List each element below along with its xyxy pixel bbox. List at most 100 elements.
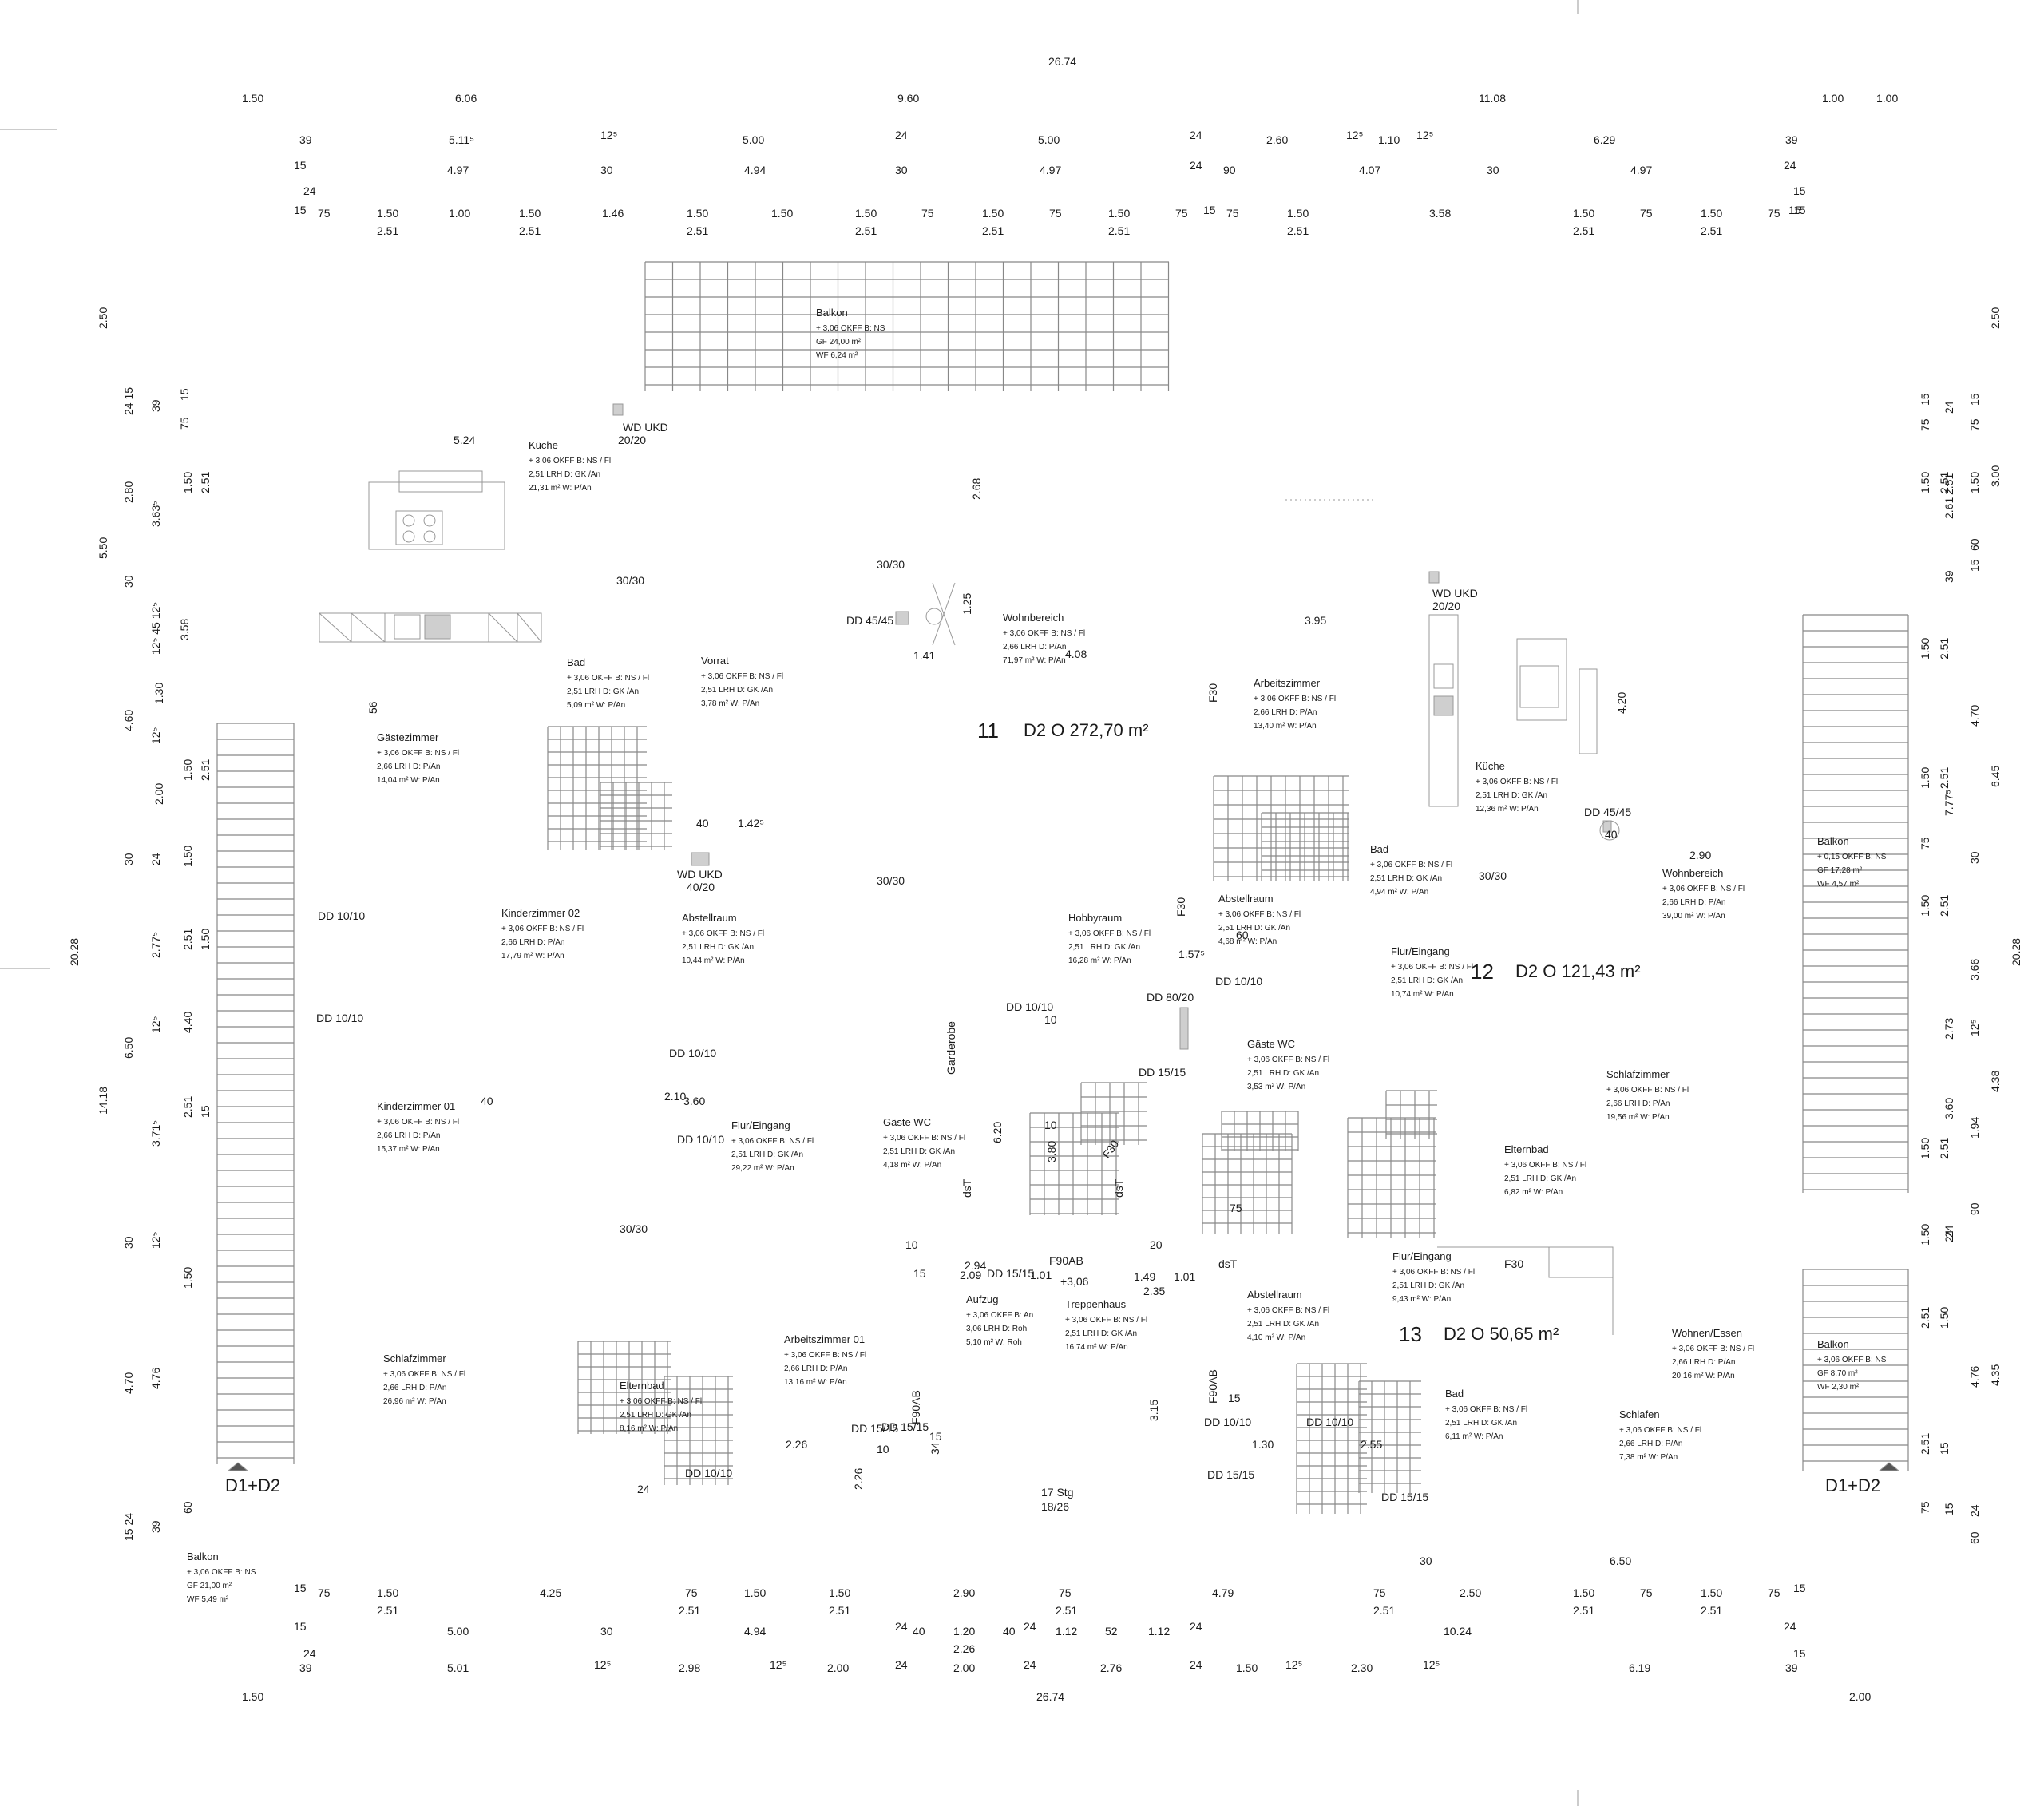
svg-text:2.50: 2.50 bbox=[1460, 1586, 1481, 1599]
svg-text:2.51: 2.51 bbox=[982, 224, 1004, 237]
svg-text:1.50: 1.50 bbox=[1236, 1661, 1258, 1674]
room-name: Balkon bbox=[1817, 1338, 1849, 1350]
svg-text:24: 24 bbox=[1024, 1620, 1036, 1633]
annotation-text: 1.25 bbox=[961, 593, 973, 615]
annotation-text: Garderobe bbox=[945, 1021, 957, 1075]
dim-top: 1.00 bbox=[1822, 92, 1844, 105]
oven-icon bbox=[1433, 695, 1454, 716]
room-name: Balkon bbox=[1817, 835, 1849, 847]
dim-top-total: 26.74 bbox=[1048, 55, 1076, 68]
svg-text:2.51: 2.51 bbox=[1938, 1138, 1951, 1159]
svg-text:1.50: 1.50 bbox=[771, 207, 793, 220]
svg-text:75: 75 bbox=[1919, 418, 1931, 431]
cooktop-icon bbox=[395, 510, 443, 545]
annotation-text: 15 bbox=[913, 1267, 926, 1280]
room-info: 17,79 m² W: P/An bbox=[501, 952, 564, 960]
annotation-text: 1.41 bbox=[913, 649, 935, 662]
svg-text:4.25: 4.25 bbox=[540, 1586, 561, 1599]
room-info: 2,51 LRH D: GK /An bbox=[567, 687, 639, 696]
kitchen-counter bbox=[319, 612, 542, 643]
annotation-text: 30/30 bbox=[1479, 869, 1507, 882]
annotation-text: DD 10/10 bbox=[316, 1012, 363, 1024]
room-label: Kinderzimmer 02+ 3,06 OKFF B: NS / Fl2,6… bbox=[501, 907, 584, 960]
dim-top: 1.00 bbox=[1876, 92, 1898, 105]
kitchen-hood bbox=[398, 470, 483, 493]
svg-text:7.77⁵: 7.77⁵ bbox=[1943, 790, 1955, 816]
room-name: Gästezimmer bbox=[377, 731, 439, 743]
svg-text:3.60: 3.60 bbox=[1943, 1098, 1955, 1119]
dim-top: 5.00 bbox=[1038, 133, 1060, 146]
svg-text:2.80: 2.80 bbox=[122, 481, 135, 503]
room-name: Wohnbereich bbox=[1662, 867, 1723, 879]
room-info: 6,82 m² W: P/An bbox=[1504, 1188, 1563, 1197]
room-info: WF 4,57 m² bbox=[1817, 880, 1860, 889]
room-info: 2,51 LRH D: GK /An bbox=[620, 1411, 691, 1420]
room-info: GF 24,00 m² bbox=[816, 338, 862, 347]
annotation-text: dsT bbox=[961, 1178, 973, 1198]
room-info: 4,18 m² W: P/An bbox=[883, 1161, 941, 1170]
svg-text:15: 15 bbox=[1793, 1582, 1806, 1594]
unit-labels: 11 D2 O 272,70 m² 12 D2 O 121,43 m² 13 D… bbox=[225, 719, 1880, 1495]
room-name: Wohnbereich bbox=[1003, 612, 1064, 624]
svg-text:1.00: 1.00 bbox=[449, 207, 470, 220]
svg-text:4.40: 4.40 bbox=[181, 1012, 194, 1033]
svg-text:12⁵: 12⁵ bbox=[1968, 1020, 1981, 1036]
svg-text:1.12: 1.12 bbox=[1056, 1625, 1077, 1638]
svg-text:5.01: 5.01 bbox=[447, 1661, 469, 1674]
svg-text:2.51: 2.51 bbox=[1919, 1433, 1931, 1455]
fixtures bbox=[227, 403, 1900, 1471]
dim-top: 24 bbox=[1784, 159, 1796, 172]
svg-text:15: 15 bbox=[1203, 204, 1216, 216]
room-info: + 3,06 OKFF B: NS / Fl bbox=[731, 1137, 814, 1146]
stair-label: D1+D2 bbox=[1825, 1475, 1880, 1495]
room-info: + 3,06 OKFF B: NS / Fl bbox=[883, 1134, 965, 1143]
room-name: Gäste WC bbox=[883, 1116, 931, 1128]
room-info: 2,51 LRH D: GK /An bbox=[1247, 1320, 1319, 1329]
dim-top: 2.60 bbox=[1266, 133, 1288, 146]
balcony-right-top-grid bbox=[1802, 614, 1909, 1193]
room-info: 2,66 LRH D: P/An bbox=[1619, 1440, 1682, 1448]
shaft-icon bbox=[691, 852, 710, 866]
svg-text:4.35: 4.35 bbox=[1989, 1364, 2002, 1386]
annotation-text: 1.01 bbox=[1174, 1270, 1195, 1283]
room-info: + 3,06 OKFF B: NS / Fl bbox=[784, 1351, 866, 1360]
annotation-text: 6.20 bbox=[991, 1122, 1004, 1143]
room-name: Balkon bbox=[187, 1551, 219, 1562]
svg-text:60: 60 bbox=[1968, 1531, 1981, 1544]
room-label: Gäste WC+ 3,06 OKFF B: NS / Fl2,51 LRH D… bbox=[883, 1116, 965, 1170]
svg-text:3.71⁵: 3.71⁵ bbox=[149, 1120, 162, 1147]
room-info: GF 21,00 m² bbox=[187, 1582, 232, 1590]
annotation-text: 1.57⁵ bbox=[1178, 948, 1205, 960]
room-info: 2,66 LRH D: P/An bbox=[1662, 898, 1725, 907]
annotation-text: 2.94 bbox=[965, 1259, 986, 1272]
svg-text:1.50: 1.50 bbox=[982, 207, 1004, 220]
shaft-icon bbox=[895, 611, 909, 625]
svg-text:2.51: 2.51 bbox=[1938, 472, 1951, 493]
svg-text:2.51: 2.51 bbox=[1287, 224, 1309, 237]
svg-text:1.50: 1.50 bbox=[242, 1690, 263, 1703]
svg-text:2.51: 2.51 bbox=[1938, 638, 1951, 659]
annotation-text: dsT bbox=[1112, 1178, 1125, 1198]
svg-text:1.50: 1.50 bbox=[1919, 895, 1931, 917]
annotation-text: DD 10/10 bbox=[677, 1133, 724, 1146]
room-info: 2,66 LRH D: P/An bbox=[784, 1364, 847, 1373]
svg-text:1.50: 1.50 bbox=[1919, 638, 1931, 659]
room-label: Arbeitszimmer 01+ 3,06 OKFF B: NS / Fl2,… bbox=[784, 1333, 866, 1387]
svg-text:15: 15 bbox=[1938, 1442, 1951, 1455]
room-info: 2,51 LRH D: GK /An bbox=[1392, 1281, 1464, 1290]
annotation-text: F90AB bbox=[1206, 1369, 1219, 1404]
svg-text:1.46: 1.46 bbox=[602, 207, 624, 220]
svg-text:24: 24 bbox=[1943, 401, 1955, 414]
room-info: 14,04 m² W: P/An bbox=[377, 776, 440, 785]
svg-text:1.50: 1.50 bbox=[1701, 207, 1722, 220]
svg-text:1.50: 1.50 bbox=[181, 846, 194, 867]
room-label: Schlafzimmer+ 3,06 OKFF B: NS / Fl2,66 L… bbox=[383, 1353, 465, 1406]
svg-text:1.50: 1.50 bbox=[1938, 1307, 1951, 1329]
svg-text:2.51: 2.51 bbox=[679, 1604, 700, 1617]
svg-text:75: 75 bbox=[1968, 418, 1981, 431]
annotation-text: 3.95 bbox=[1305, 614, 1326, 627]
annotation-text: F30 bbox=[1175, 897, 1187, 917]
svg-text:4.76: 4.76 bbox=[149, 1368, 162, 1389]
